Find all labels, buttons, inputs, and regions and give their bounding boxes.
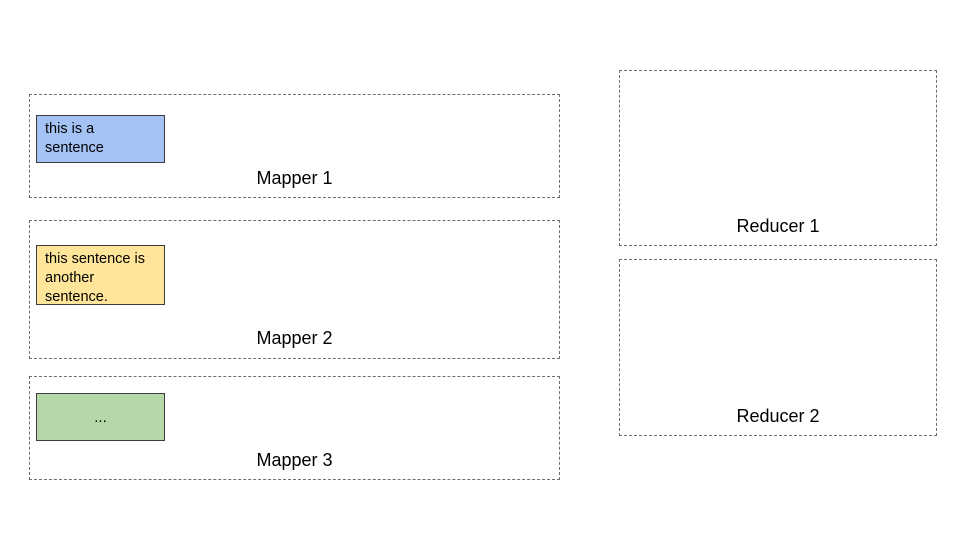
mapper-1-label: Mapper 1	[256, 168, 333, 188]
mapper-1-box: this is a sentence Mapper 1	[29, 94, 560, 198]
mapper-2-box: this sentence is another sentence. Mappe…	[29, 220, 560, 359]
reducer-2-box: Reducer 2	[619, 259, 937, 436]
mapper-3-label: Mapper 3	[256, 450, 333, 470]
mapper-2-input-chunk: this sentence is another sentence.	[36, 245, 165, 305]
reducer-2-label: Reducer 2	[736, 406, 820, 426]
reducer-1-label: Reducer 1	[736, 216, 820, 236]
reducer-1-box: Reducer 1	[619, 70, 937, 246]
mapper-3-input-chunk: ...	[36, 393, 165, 441]
mapper-1-input-chunk: this is a sentence	[36, 115, 165, 163]
mapper-2-label: Mapper 2	[256, 328, 333, 348]
mapper-3-box: ... Mapper 3	[29, 376, 560, 480]
